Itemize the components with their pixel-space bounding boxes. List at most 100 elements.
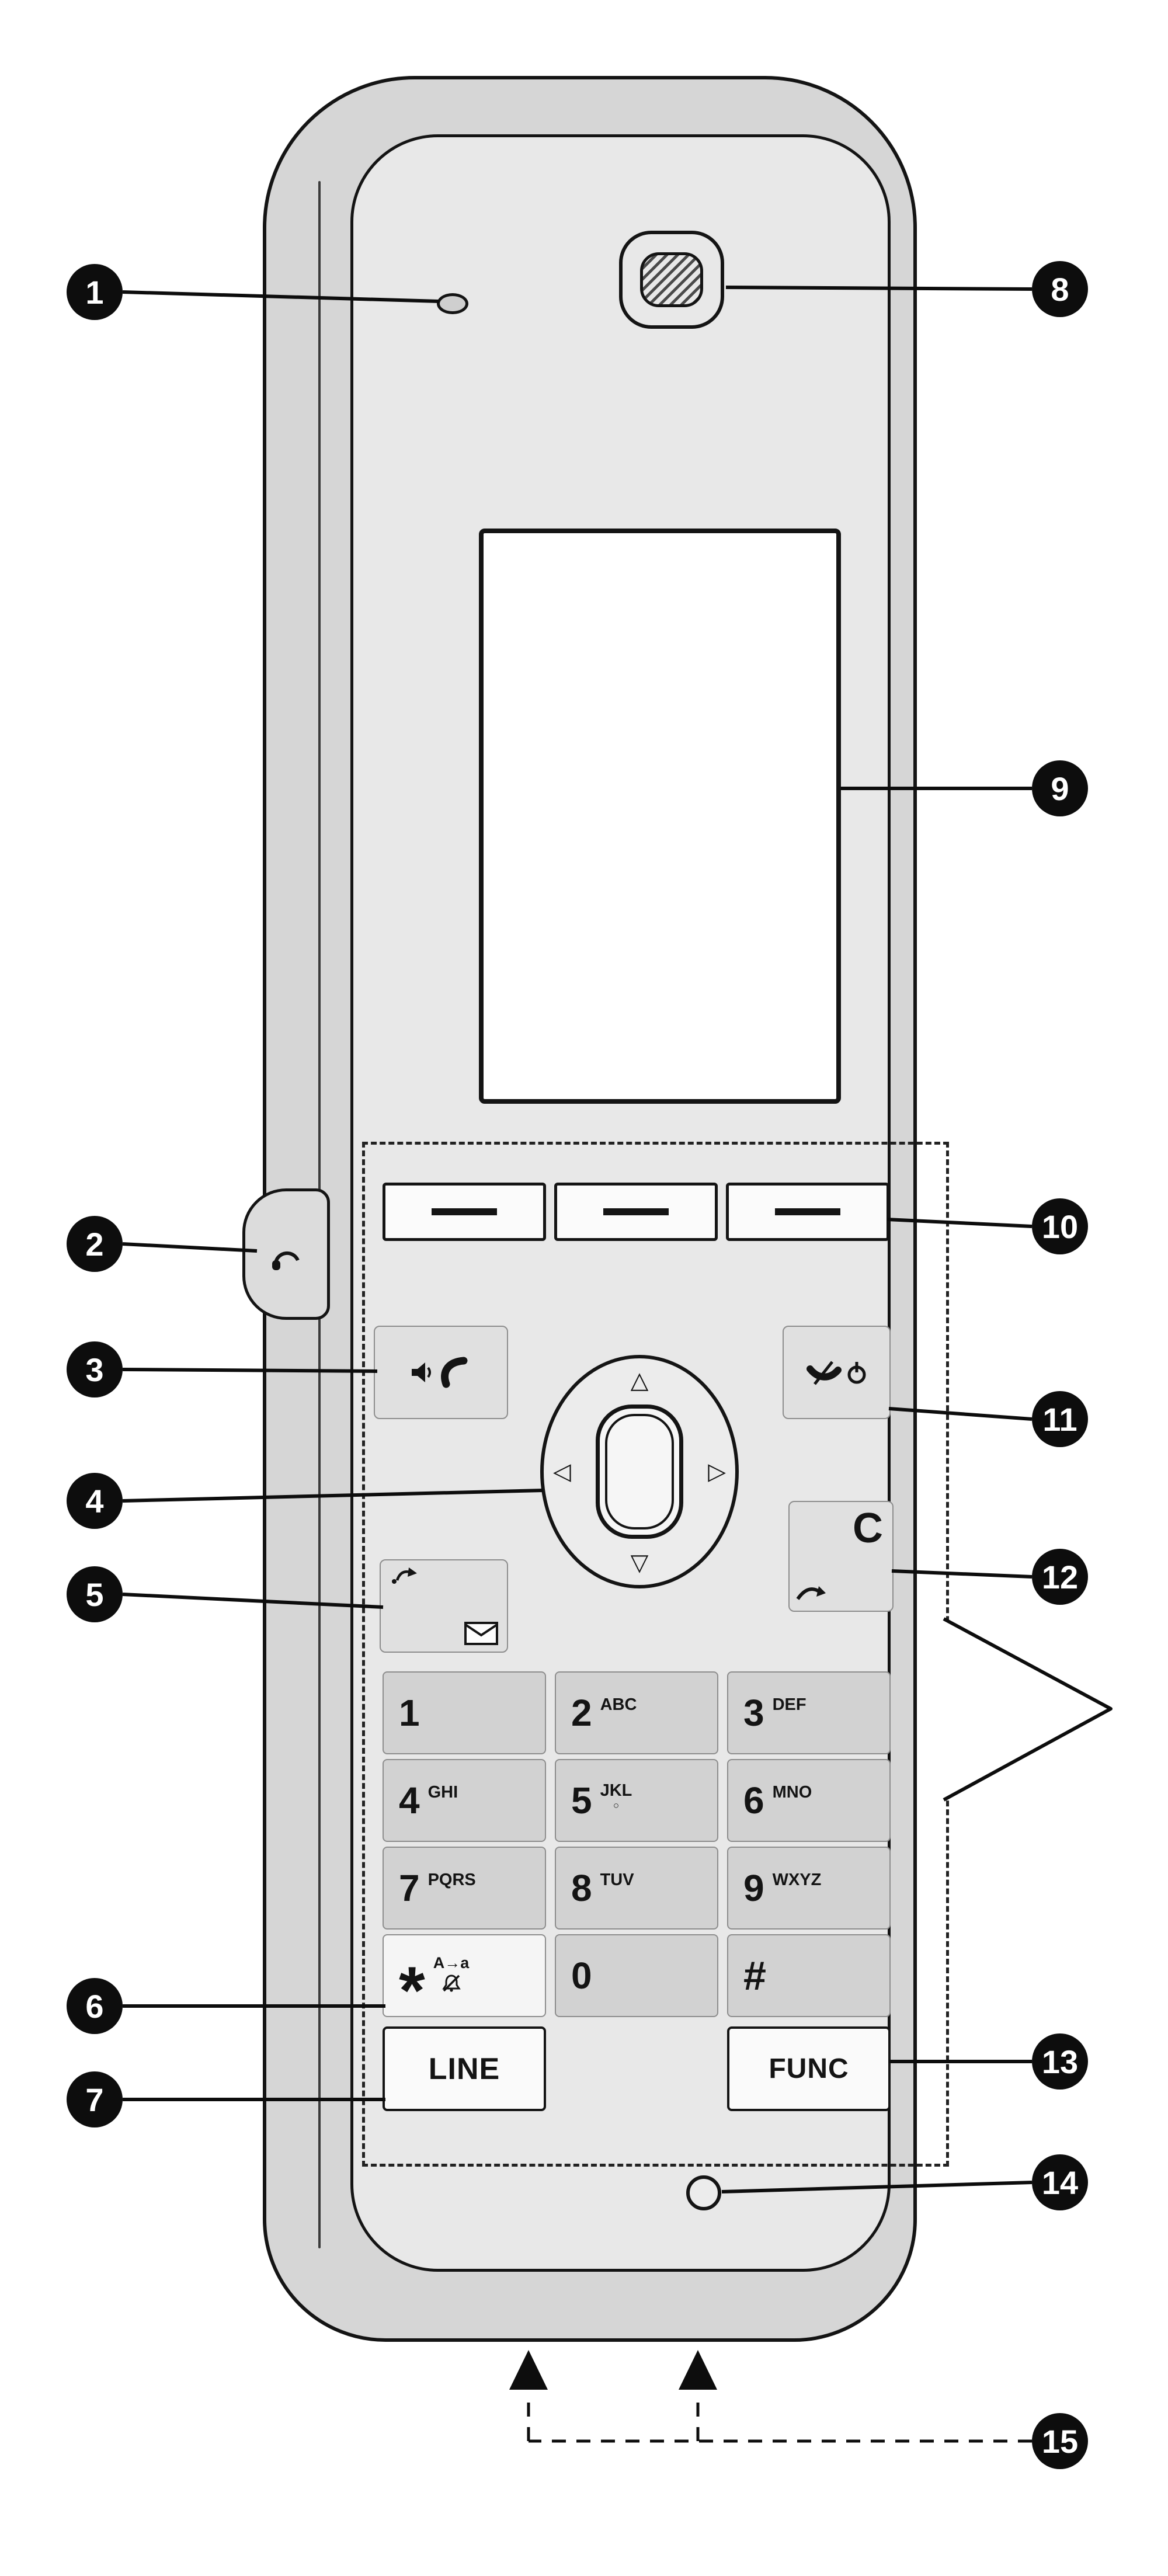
callout-3: 3 [67,1341,123,1397]
talk-key [374,1326,508,1419]
callout-15: 15 [1032,2413,1088,2469]
key-9-digit: 9 [743,1867,764,1909]
key-7-digit: 7 [399,1867,420,1909]
key-8: 8 TUV [555,1847,718,1930]
callout-12: 12 [1032,1549,1088,1605]
func-key: FUNC [727,2026,891,2111]
line-key-label: LINE [428,2052,500,2086]
callout-8-number: 8 [1051,270,1069,308]
callout-2-number: 2 [85,1225,104,1263]
callout-9-number: 9 [1051,770,1069,807]
callout-10: 10 [1032,1198,1088,1254]
power-icon [847,1362,865,1384]
callout-4-number: 4 [85,1482,104,1520]
leader-line-3 [122,1368,378,1373]
key-0-digit: 0 [571,1955,592,1997]
key-7-letters: PQRS [427,1870,476,1889]
callout-4: 4 [67,1473,123,1529]
callout-15-number: 15 [1041,2422,1079,2460]
key-3-digit: 3 [743,1692,764,1734]
nav-down-arrow: ▽ [630,1550,649,1576]
key-5-bump-mark: ○ [613,1800,620,1811]
navigator-key: △ ▽ ◁ ▷ [540,1355,739,1588]
key-6-letters: MNO [772,1782,812,1802]
talk-handset-icon [441,1357,468,1388]
callout-10-number: 10 [1041,1208,1079,1245]
charge-contact-arrow-left [509,2350,548,2390]
key-6: 6 MNO [727,1759,891,1842]
charge-indicator-led [437,293,468,314]
nav-center-button-ring [605,1414,674,1529]
key-8-digit: 8 [571,1867,592,1909]
message-envelope-icon [464,1622,498,1645]
soft-key-dash [603,1208,669,1215]
key-3: 3 DEF [727,1671,891,1754]
key-2-letters: ABC [600,1695,637,1714]
intercom-transfer-icon [392,1567,417,1584]
key-7: 7 PQRS [383,1847,546,1930]
microphone [686,2175,721,2210]
flash-redial-icon [796,1586,826,1600]
key-0: 0 [555,1934,718,2017]
key-5-letters: JKL [600,1781,632,1800]
callout-15-dashed-path [527,2394,1032,2443]
key-4-digit: 4 [399,1779,420,1821]
key-4-letters: GHI [427,1782,458,1802]
leader-line-11 [888,1407,1033,1421]
ringer-off-icon [442,1974,461,1992]
power-off-key [783,1326,891,1419]
charge-contact-arrow-right [679,2350,717,2390]
star-key-extras: A→a [433,1953,470,1993]
key-1-digit: 1 [399,1692,420,1734]
earpiece-grille [640,252,703,307]
leader-line-4 [122,1489,544,1503]
leader-line-10 [887,1218,1033,1228]
key-hash: # [727,1934,891,2017]
case-toggle-label: A→a [433,1953,470,1972]
leader-line-8 [725,286,1033,291]
callout-6: 6 [67,1978,123,2034]
callout-3-number: 3 [85,1351,104,1388]
callout-1-number: 1 [85,273,104,311]
callout-5: 5 [67,1566,123,1622]
soft-key-middle [554,1183,718,1241]
leader-line-5 [122,1593,384,1609]
headset-jack-icon [272,1251,300,1270]
key-6-digit: 6 [743,1779,764,1821]
nav-up-arrow: △ [630,1368,649,1393]
key-1: 1 [383,1671,546,1754]
clear-key: C [788,1501,894,1612]
callout-9: 9 [1032,760,1088,816]
key-9: 9 WXYZ [727,1847,891,1930]
callout-11: 11 [1032,1391,1088,1447]
callout-1: 1 [67,264,123,320]
nav-center-button [596,1405,683,1539]
clear-key-label: C [853,1505,883,1552]
callout-6-number: 6 [85,1987,104,2025]
soft-key-dash [432,1208,497,1215]
func-key-label: FUNC [769,2053,849,2084]
leader-line-14 [721,2181,1033,2193]
nav-left-arrow: ◁ [553,1459,571,1485]
lcd-display [479,529,841,1104]
receiver-earpiece [619,231,724,329]
callout-12-number: 12 [1041,1558,1079,1595]
callout-8: 8 [1032,261,1088,317]
hash-symbol: # [743,1953,766,1998]
key-2: 2 ABC [555,1671,718,1754]
callout-7: 7 [67,2071,123,2127]
soft-key-left [383,1183,546,1241]
callout-5-number: 5 [85,1576,104,1613]
region-pointer [943,1617,1113,1802]
key-2-digit: 2 [571,1692,592,1734]
speakerphone-icon [412,1362,431,1382]
callout-13-number: 13 [1041,2043,1079,2080]
soft-key-right [726,1183,889,1241]
key-5: 5 JKL ○ [555,1759,718,1842]
leader-line-1 [122,290,440,303]
leader-line-2 [122,1242,258,1253]
key-4: 4 GHI [383,1759,546,1842]
key-5-letters-stack: JKL ○ [600,1781,632,1810]
key-5-digit: 5 [571,1779,592,1821]
